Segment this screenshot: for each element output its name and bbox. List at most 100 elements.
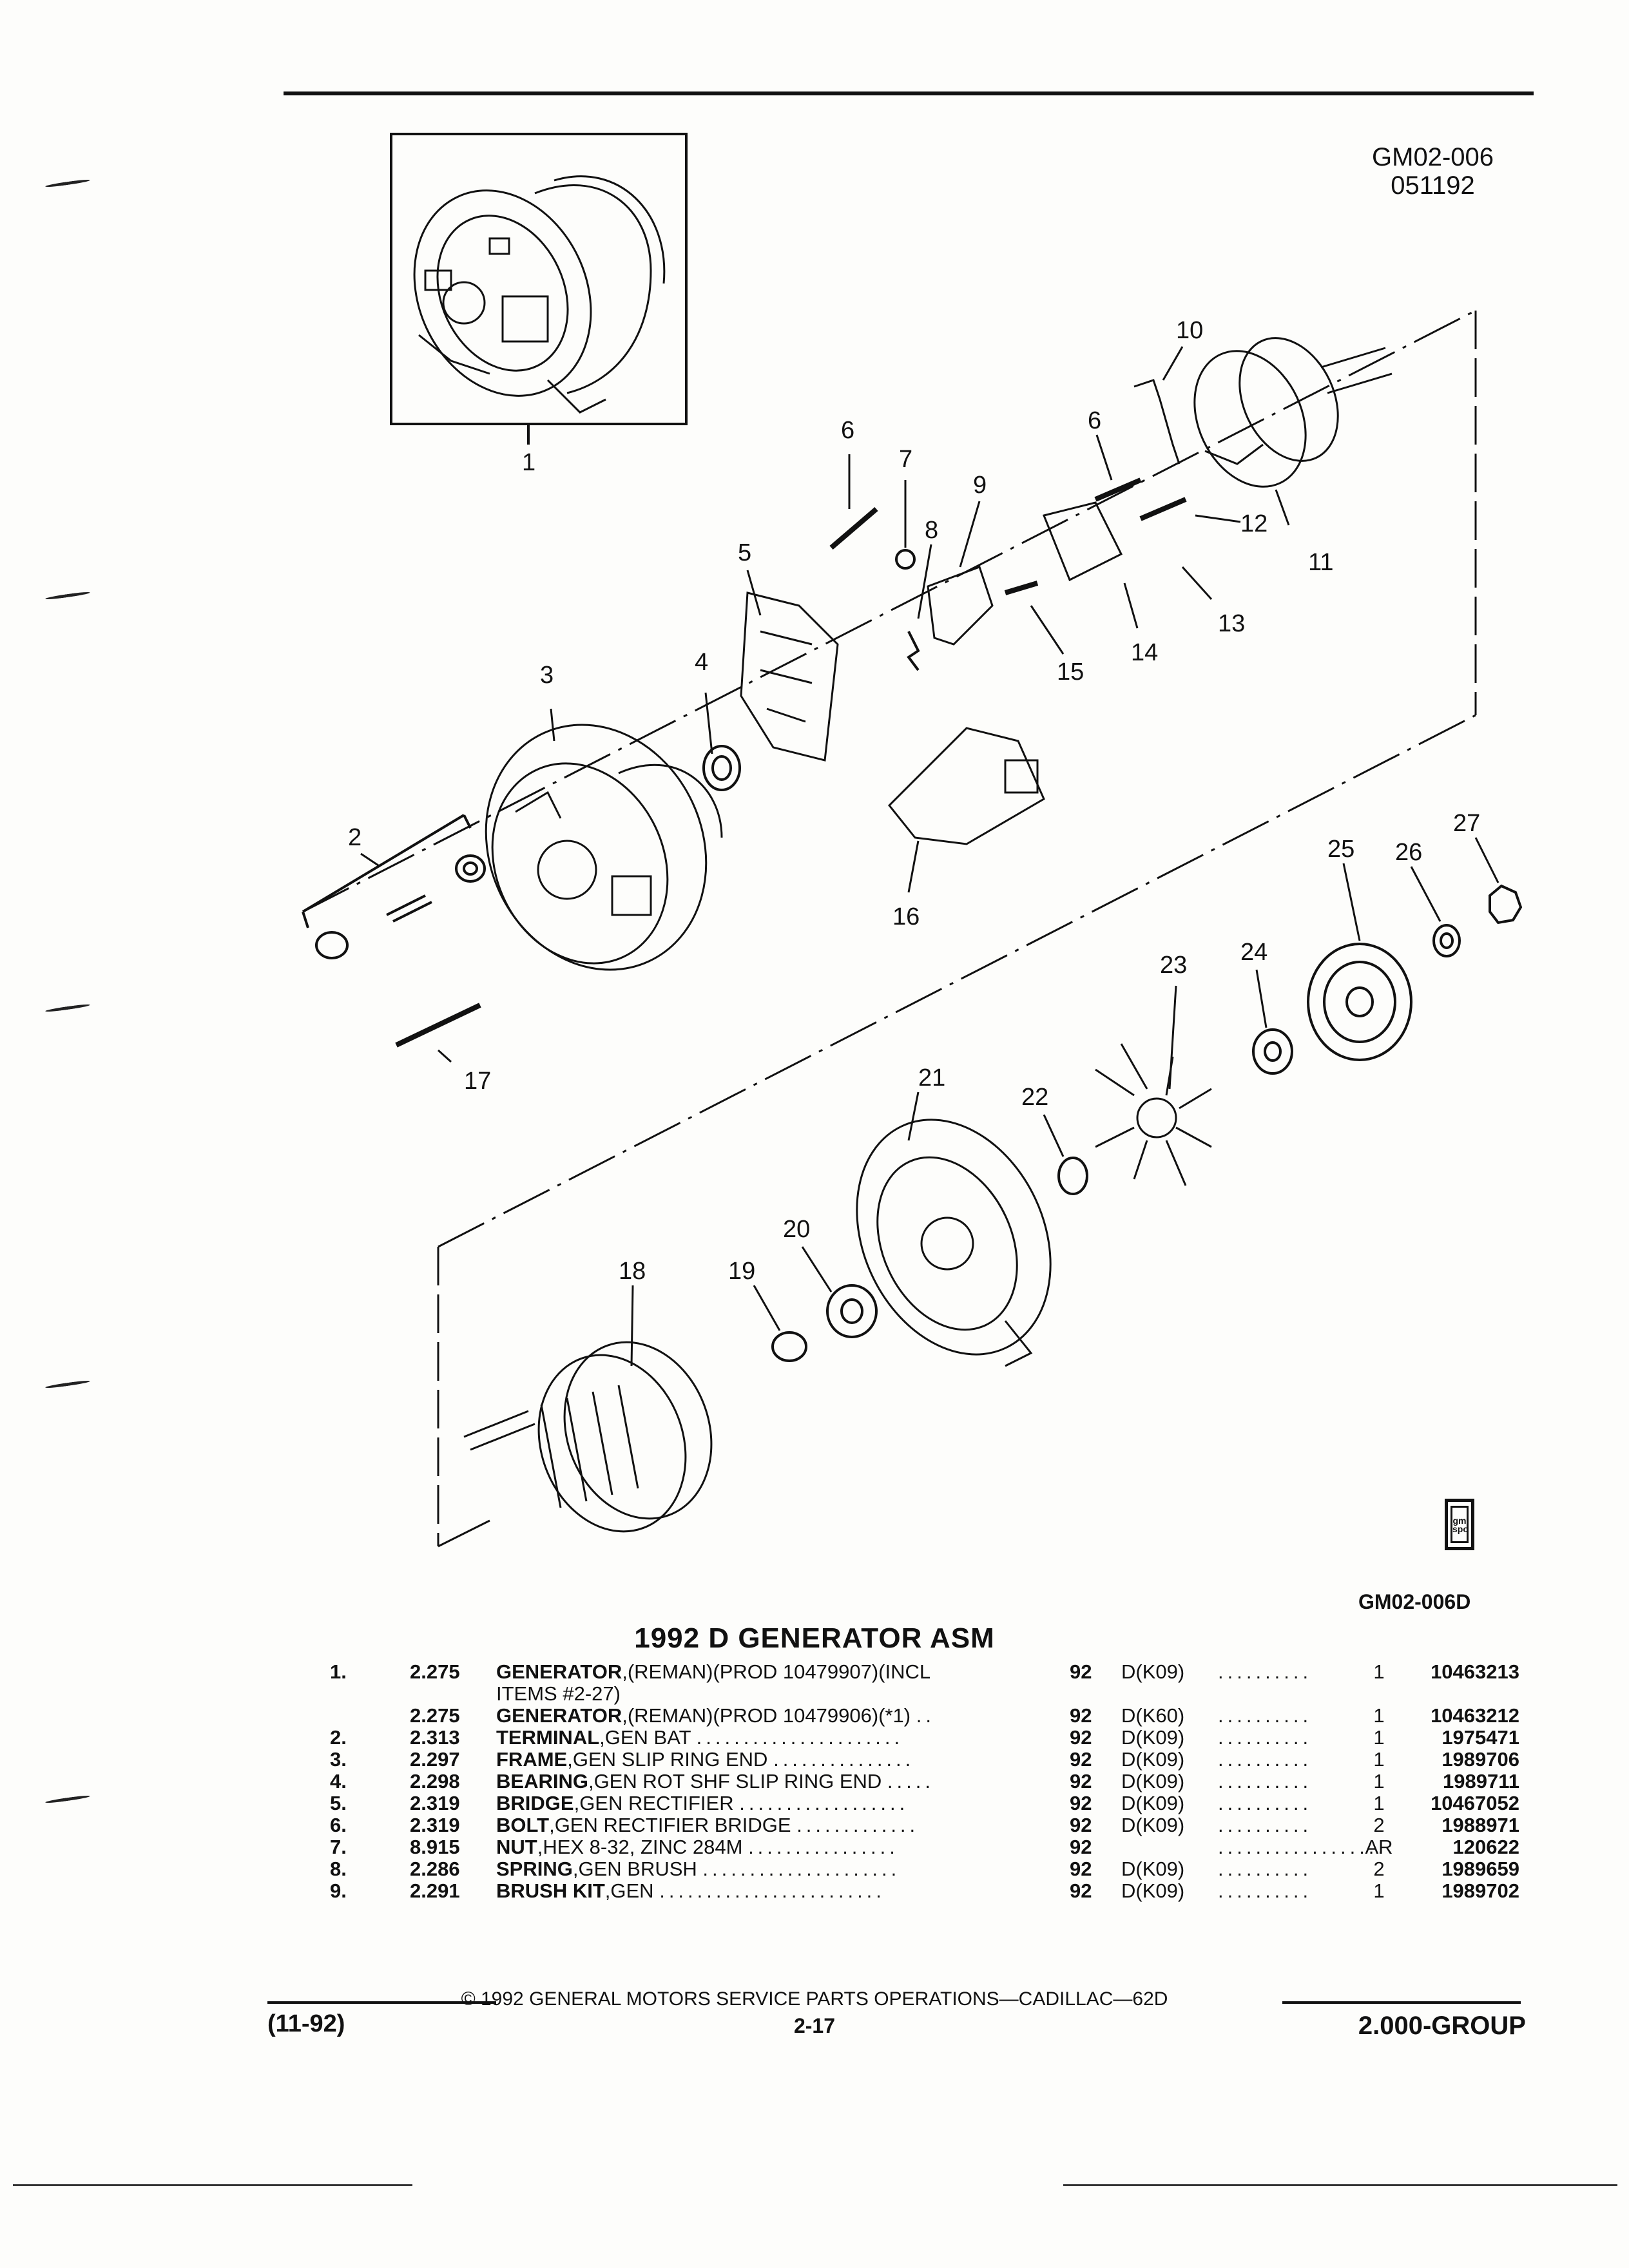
leader-dots: .......... (1218, 1748, 1313, 1771)
leader-dots: .......... (1218, 1879, 1313, 1902)
callout-6: 6 (841, 417, 854, 444)
footer-rule-right (1282, 2001, 1521, 2004)
part-number: 120622 (1452, 1836, 1519, 1858)
callout-10: 10 (1176, 317, 1203, 344)
top-rule (284, 91, 1534, 95)
quantity: 1 (1373, 1704, 1385, 1727)
fan-drawing (1095, 1043, 1212, 1186)
application-code: D(K09) (1121, 1660, 1185, 1683)
part-description: NUT,HEX 8-32, ZINC 284M ................ (496, 1836, 899, 1858)
part-name: GENERATOR (496, 1660, 622, 1683)
model-year: 92 (1070, 1879, 1092, 1902)
item-number: 1. (330, 1660, 347, 1683)
callout-12: 12 (1240, 510, 1268, 537)
model-year: 92 (1070, 1660, 1092, 1683)
gm-spo-logo: gm spo (1445, 1499, 1474, 1550)
leader-dots: .......... (1218, 1660, 1313, 1683)
figure-reference: 2.313 (410, 1726, 460, 1749)
figure-reference: 2.297 (410, 1748, 460, 1771)
model-year: 92 (1070, 1770, 1092, 1792)
gm-spo-logo-text: gm spo (1451, 1506, 1469, 1543)
part-number: 1975471 (1441, 1726, 1519, 1749)
callout-1: 1 (522, 449, 535, 476)
group-number: 2.000-GROUP (1358, 2012, 1526, 2040)
item-number: 3. (330, 1748, 347, 1771)
application-code: D(K09) (1121, 1879, 1185, 1902)
callout-23: 23 (1160, 952, 1187, 979)
model-year: 92 (1070, 1704, 1092, 1727)
application-code: D(K09) (1121, 1770, 1185, 1792)
part-detail-continued: ITEMS #2-27) (496, 1682, 621, 1705)
parts-row: 8. 2.286 SPRING,GEN BRUSH ................… (0, 1858, 1629, 1880)
application-code: D(K09) (1121, 1814, 1185, 1836)
part-detail: ,GEN (604, 1879, 654, 1902)
leader-dots: ..................... (702, 1858, 901, 1880)
part-name: BEARING (496, 1770, 588, 1792)
callout-14: 14 (1131, 639, 1158, 666)
callout-6b: 6 (1088, 407, 1101, 434)
leader-dots: ............. (796, 1814, 920, 1836)
item-number: 8. (330, 1858, 347, 1880)
part-name: BOLT (496, 1814, 550, 1836)
application-code: D(K60) (1121, 1704, 1185, 1727)
figure-code: GM02-006 (1372, 143, 1494, 171)
figure-reference: 2.286 (410, 1858, 460, 1880)
application-code: D(K09) (1121, 1748, 1185, 1771)
callout-18: 18 (619, 1258, 646, 1285)
callout-26: 26 (1395, 839, 1422, 866)
leader-dots: .................. (739, 1792, 909, 1814)
revision-date: (11-92) (267, 2010, 345, 2037)
leader-dots: .......... (1218, 1858, 1313, 1880)
page-bottom-rule (13, 2184, 412, 2186)
item-number: 4. (330, 1770, 347, 1792)
callout-7: 7 (899, 446, 912, 473)
part-detail: ,GEN RECTIFIER BRIDGE (549, 1814, 791, 1836)
leader-dots: .......... (1218, 1814, 1313, 1836)
assembly-inset-frame (390, 133, 688, 425)
terminal-stud (386, 894, 432, 923)
callout-8: 8 (925, 517, 938, 544)
callout-15: 15 (1057, 658, 1084, 686)
page-title: 1992 D GENERATOR ASM (634, 1622, 995, 1654)
terminal-nut (315, 931, 349, 959)
part-description: GENERATOR,(REMAN)(PROD 10479907)(INCL (496, 1661, 930, 1683)
leader-dots: .......... (1218, 1770, 1313, 1792)
quantity: 2 (1373, 1814, 1385, 1836)
part-detail: ,GEN RECTIFIER (574, 1792, 734, 1814)
figure-code-block: GM02-006 051192 (1372, 143, 1494, 200)
part-description: BEARING,GEN ROT SHF SLIP RING END ..... (496, 1771, 934, 1792)
page-bottom-rule (1063, 2184, 1617, 2186)
quantity: 1 (1373, 1792, 1385, 1814)
assembled-generator-drawing (413, 175, 666, 414)
quantity: 1 (1373, 1770, 1385, 1792)
quantity: AR (1365, 1836, 1393, 1858)
part-number: 10467052 (1431, 1792, 1519, 1814)
figure-id: GM02-006D (1358, 1590, 1471, 1613)
figure-reference: 2.275 (410, 1660, 460, 1683)
quantity: 1 (1373, 1748, 1385, 1771)
leader-dots: .......... (1218, 1792, 1313, 1814)
quantity: 1 (1373, 1726, 1385, 1749)
part-detail: ,(REMAN)(PROD 10479906)(*1) (622, 1704, 911, 1727)
part-description: BRIDGE,GEN RECTIFIER .................. (496, 1792, 909, 1814)
callout-24: 24 (1240, 939, 1268, 966)
callout-17: 17 (464, 1068, 491, 1095)
item-number: 9. (330, 1879, 347, 1902)
quantity: 1 (1373, 1879, 1385, 1902)
leader-dots: ........................ (659, 1879, 885, 1902)
part-name: SPRING (496, 1858, 573, 1880)
copyright: © 1992 GENERAL MOTORS SERVICE PARTS OPER… (461, 1988, 1168, 2010)
callout-5: 5 (738, 539, 751, 566)
rectifier-bridge-drawing (740, 591, 839, 762)
figure-reference: 2.319 (410, 1814, 460, 1836)
figure-reference: 2.298 (410, 1770, 460, 1792)
part-name: FRAME (496, 1748, 568, 1771)
leader-dots: .. (916, 1704, 935, 1727)
leader-dots: ...................... (696, 1726, 904, 1749)
callout-19: 19 (728, 1258, 755, 1285)
part-description: SPRING,GEN BRUSH ..................... (496, 1858, 900, 1880)
leader-dots: ............... (773, 1748, 915, 1771)
